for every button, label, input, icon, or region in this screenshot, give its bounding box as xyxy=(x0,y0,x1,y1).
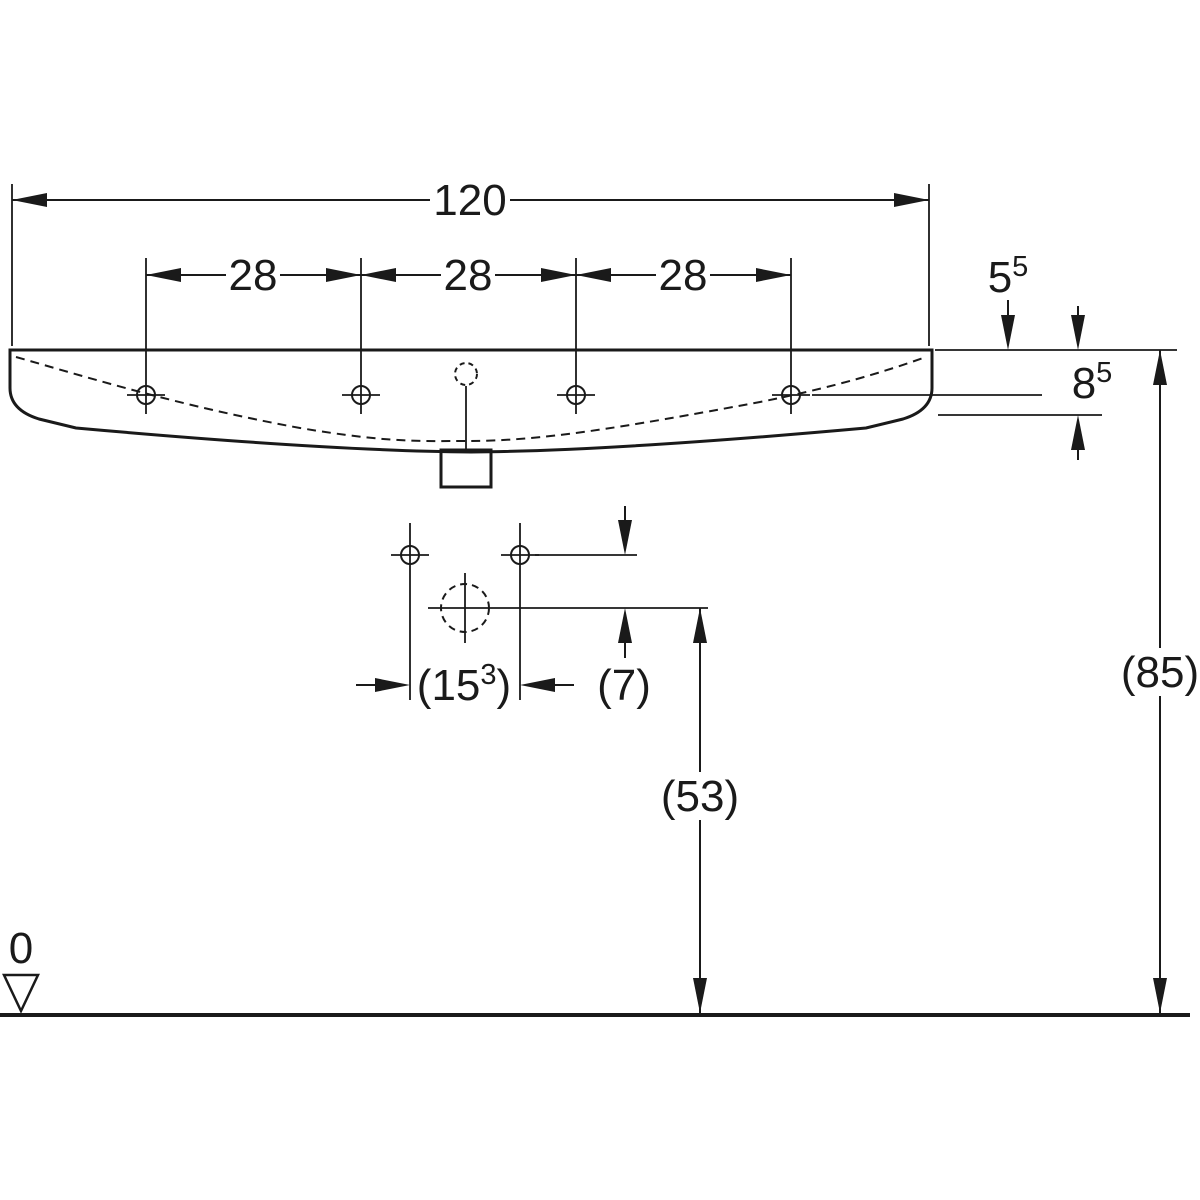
dim-value: 5 xyxy=(988,253,1012,302)
mounting-hole-crosshair-icon xyxy=(510,545,530,565)
arrowhead-right-icon xyxy=(894,193,929,207)
dim-label-rim-back: 85 xyxy=(1072,357,1113,408)
dim-value: ) xyxy=(497,661,512,710)
drain-mounting-detail: (153) (7) xyxy=(356,506,708,710)
arrowhead-down-icon xyxy=(1001,315,1015,350)
arrowhead-up-icon xyxy=(618,608,632,643)
dim-superscript: 3 xyxy=(480,659,496,691)
dim-label-tap-spacing-1: 28 xyxy=(229,251,278,300)
label-background xyxy=(656,772,744,820)
label-background xyxy=(430,176,510,223)
arrowhead-left-icon xyxy=(576,268,611,282)
arrowhead-left-icon xyxy=(361,268,396,282)
tap-hole-crosshair-icon xyxy=(136,385,156,405)
dim-value: 8 xyxy=(1072,359,1096,408)
tap-hole-crosshair-icon xyxy=(781,385,801,405)
dimension-rim-heights: 55 85 xyxy=(812,251,1177,460)
arrowhead-up-icon xyxy=(1153,350,1167,385)
arrowhead-down-icon xyxy=(693,978,707,1013)
dim-superscript: 5 xyxy=(1096,357,1112,389)
tap-hole-crosshair-icon xyxy=(566,385,586,405)
dimension-tap-spacing-chain: 28 28 28 xyxy=(146,251,791,300)
arrowhead-right-icon xyxy=(375,678,410,692)
dimension-drain-height: (53) xyxy=(656,608,744,1013)
label-background xyxy=(441,252,495,298)
overflow-hole-dashed-circle xyxy=(454,362,478,386)
tap-hole-crosshair-icon xyxy=(351,385,371,405)
arrowhead-right-icon xyxy=(541,268,576,282)
drain-trap-outline xyxy=(439,448,493,489)
label-background xyxy=(656,252,710,298)
floor-and-datum: 0 xyxy=(0,924,1190,1017)
dim-label-tap-spacing-2: 28 xyxy=(444,251,493,300)
dim-value: (15 xyxy=(417,661,481,710)
basin-outline xyxy=(8,348,934,454)
arrowhead-up-icon xyxy=(1071,415,1085,450)
arrowhead-up-icon xyxy=(693,608,707,643)
arrowhead-left-icon xyxy=(12,193,47,207)
arrowhead-right-icon xyxy=(756,268,791,282)
arrowhead-down-icon xyxy=(1071,315,1085,350)
dim-label-overall-width: 120 xyxy=(433,176,506,225)
label-background xyxy=(226,252,280,298)
dim-label-rim-front: 55 xyxy=(988,251,1029,302)
dim-label-tap-spacing-3: 28 xyxy=(659,251,708,300)
drain-hole-dashed-circle xyxy=(440,583,490,633)
arrowhead-left-icon xyxy=(520,678,555,692)
basin-front-view xyxy=(8,348,934,489)
mounting-hole-crosshair-icon xyxy=(400,545,420,565)
arrowhead-down-icon xyxy=(618,520,632,555)
dim-label-drain-height: (53) xyxy=(661,772,739,821)
label-background xyxy=(1114,648,1200,696)
dim-label-overflow-offset: (7) xyxy=(597,661,651,710)
dim-label-total-height: (85) xyxy=(1121,648,1199,697)
dim-superscript: 5 xyxy=(1012,251,1028,283)
arrowhead-down-icon xyxy=(1153,978,1167,1013)
dimension-overall-width: 120 xyxy=(11,176,930,346)
arrowhead-left-icon xyxy=(146,268,181,282)
tap-hole-crosshairs xyxy=(127,258,810,414)
basin-bowl-dashed-curve xyxy=(15,356,927,443)
datum-zero-label: 0 xyxy=(9,924,33,973)
datum-triangle-icon xyxy=(2,973,40,1014)
arrowhead-right-icon xyxy=(326,268,361,282)
dim-label-drain-offset: (153) xyxy=(417,659,511,710)
dimension-total-height: (85) xyxy=(1114,350,1200,1013)
